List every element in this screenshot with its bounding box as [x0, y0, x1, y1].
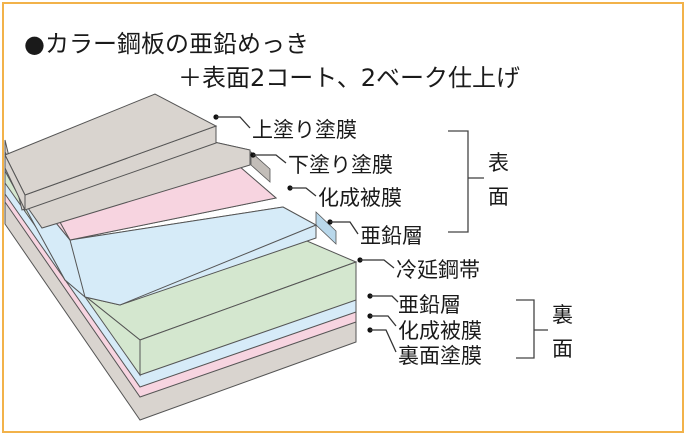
leader-lines: [213, 114, 399, 353]
title-line-1: ●カラー鋼板の亜鉛めっき: [24, 30, 309, 58]
label-back-zinc: 亜鉛層: [398, 293, 461, 317]
title-line-2: ＋表面2コート、2ベーク仕上げ: [178, 64, 520, 92]
group-back-char-1: 裏: [552, 303, 573, 327]
front-bracket: [448, 130, 469, 233]
label-back-coat: 裏面塗膜: [398, 344, 482, 368]
top-coat-left: [4, 154, 26, 211]
front-zinc-top: [69, 206, 318, 306]
layer-side-faces: [250, 151, 337, 245]
label-back-chemical: 化成被膜: [398, 319, 482, 343]
label-front-zinc: 亜鉛層: [360, 224, 423, 248]
group-front-char-1: 表: [488, 151, 509, 175]
group-front-char-2: 面: [488, 185, 509, 209]
back-bracket: [516, 299, 535, 359]
label-top-coat: 上塗り塗膜: [252, 118, 357, 142]
label-front-chemical: 化成被膜: [318, 186, 402, 210]
label-steel-strip: 冷延鋼帯: [396, 258, 480, 282]
group-back-char-2: 面: [552, 337, 573, 361]
label-primer-coat: 下塗り塗膜: [288, 153, 393, 177]
